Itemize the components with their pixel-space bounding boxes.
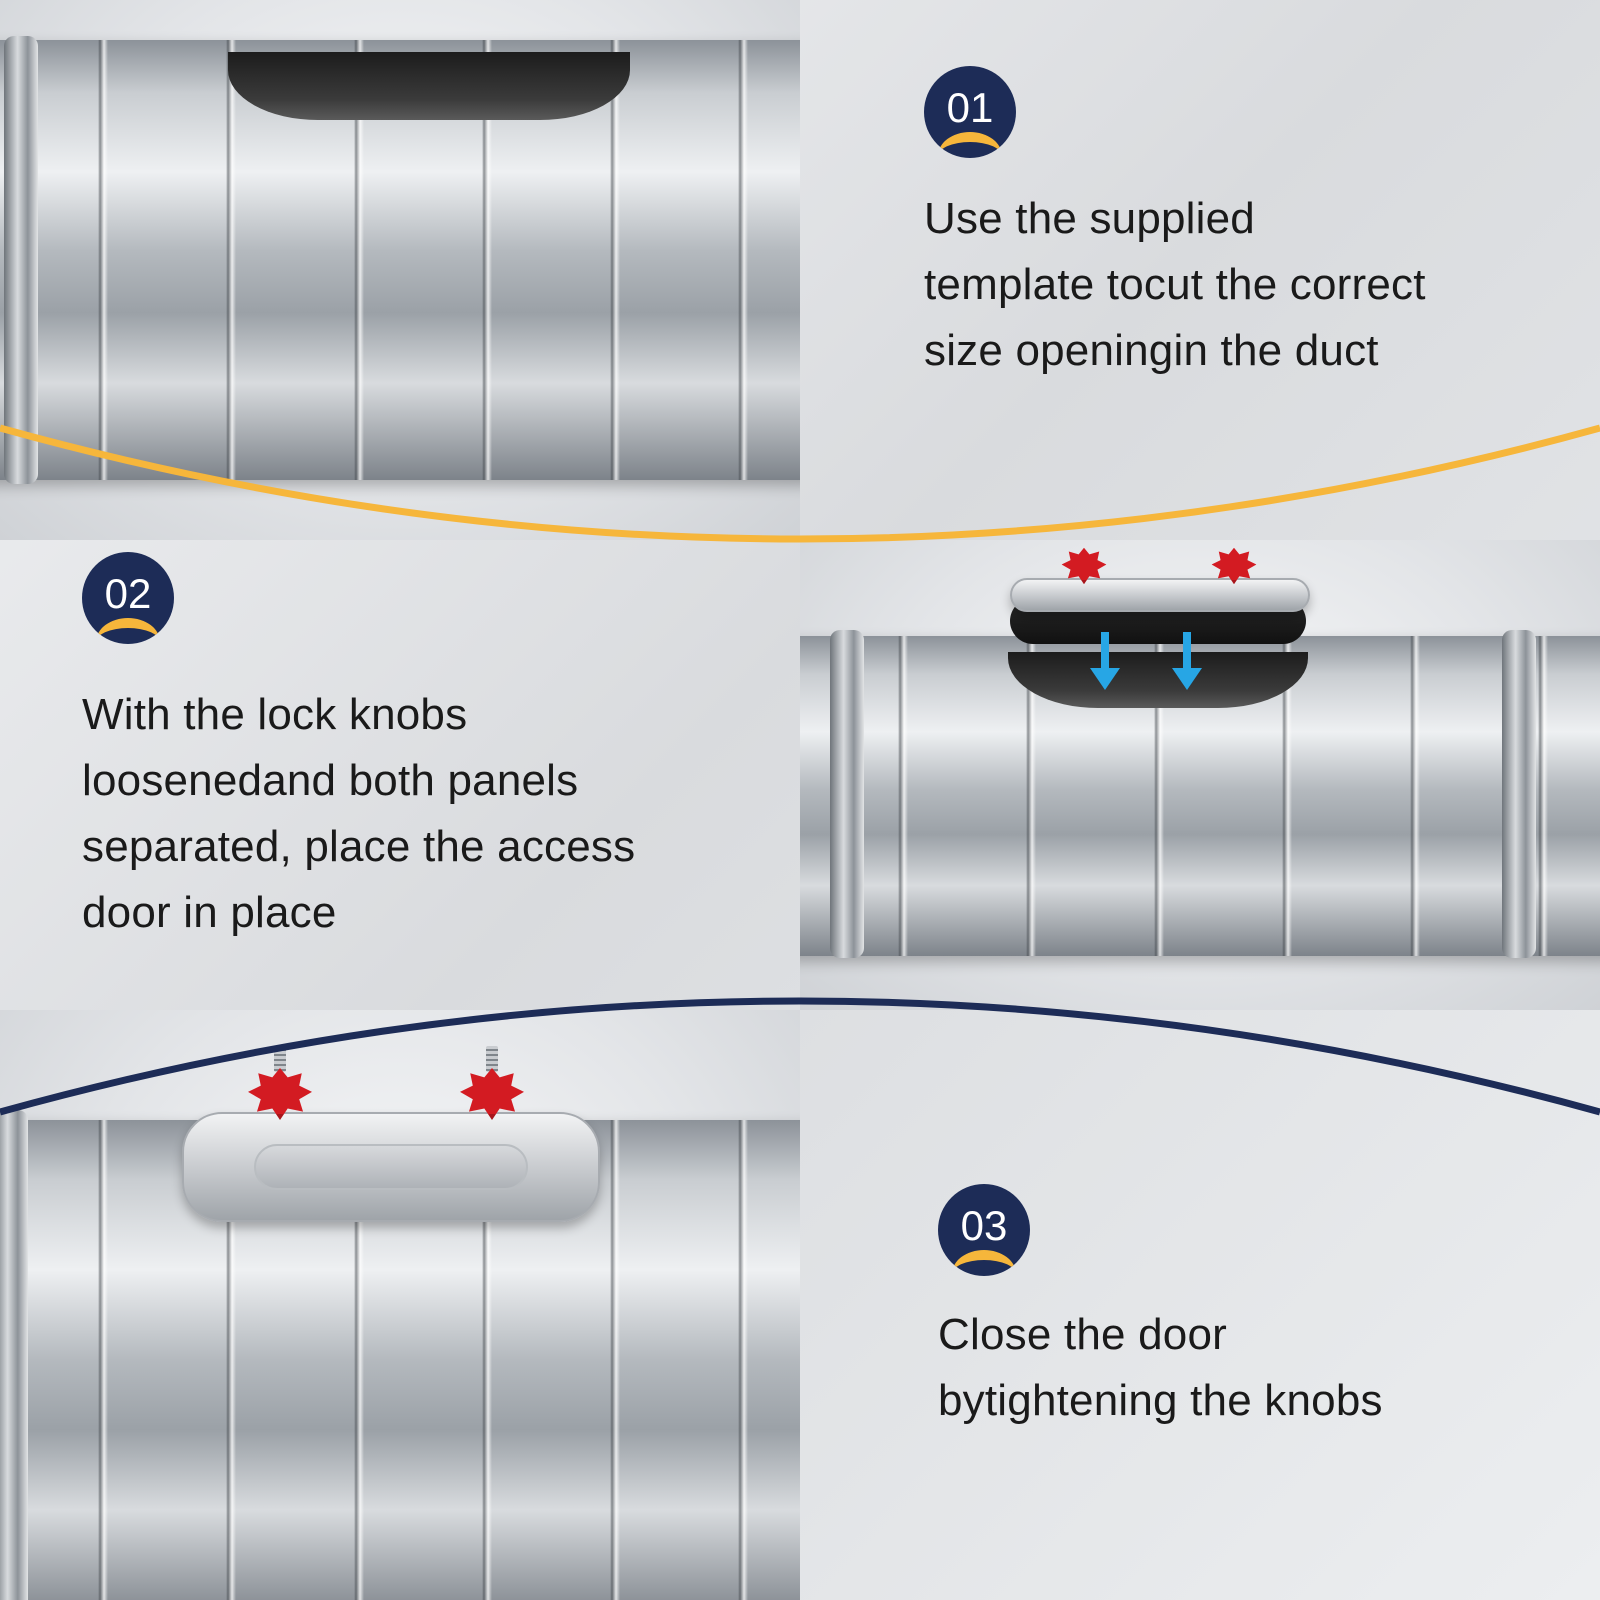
top-divider-curve (0, 424, 1600, 543)
photo-duct-opening (0, 0, 800, 540)
lock-knob-icon (460, 1046, 524, 1120)
access-door-panel (1010, 578, 1310, 612)
duct-opening-cutout (1008, 652, 1308, 708)
access-door-installed (182, 1112, 600, 1222)
duct-clamp-right (1502, 630, 1536, 958)
duct-clamp (4, 36, 38, 484)
lock-knob-icon (1211, 547, 1257, 585)
photo-door-placement (800, 540, 1600, 1010)
duct-clamp (0, 1110, 28, 1600)
photo-door-installed (0, 1010, 800, 1600)
duct-clamp-left (830, 630, 864, 958)
lock-knob-icon (1061, 547, 1107, 585)
step-03-badge: 03 (938, 1184, 1030, 1276)
step-01-badge: 01 (924, 66, 1016, 158)
step-02-badge: 02 (82, 552, 174, 644)
step-03-text: Close the door bytightening the knobs (938, 1310, 1383, 1425)
lock-knob-icon (248, 1046, 312, 1120)
step-01-text: Use the supplied template tocut the corr… (924, 194, 1426, 375)
bottom-divider-curve (0, 997, 1600, 1116)
duct-opening-cutout (228, 52, 630, 120)
step-02-text: With the lock knobs loosenedand both pan… (82, 690, 636, 937)
